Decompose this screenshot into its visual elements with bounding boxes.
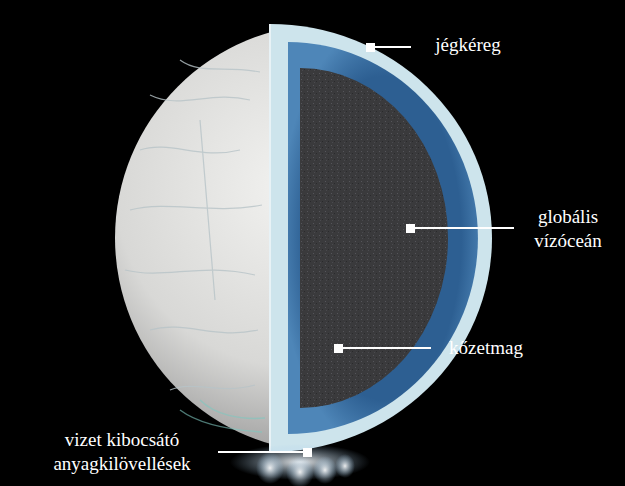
ice-crust [270,24,492,452]
moon-surface [115,24,272,452]
leader-lines [218,47,514,452]
leader-markers [303,43,415,457]
ocean-layer [288,42,478,434]
layer-label: jégkéreg [418,33,518,57]
water-plumes [230,444,370,486]
layer-label: globális vízóceán [518,205,618,253]
layer-label: kőzetmag [436,336,536,360]
rock-core [300,68,448,408]
plume-label: vizet kibocsátó anyagkilövellések [28,428,216,476]
